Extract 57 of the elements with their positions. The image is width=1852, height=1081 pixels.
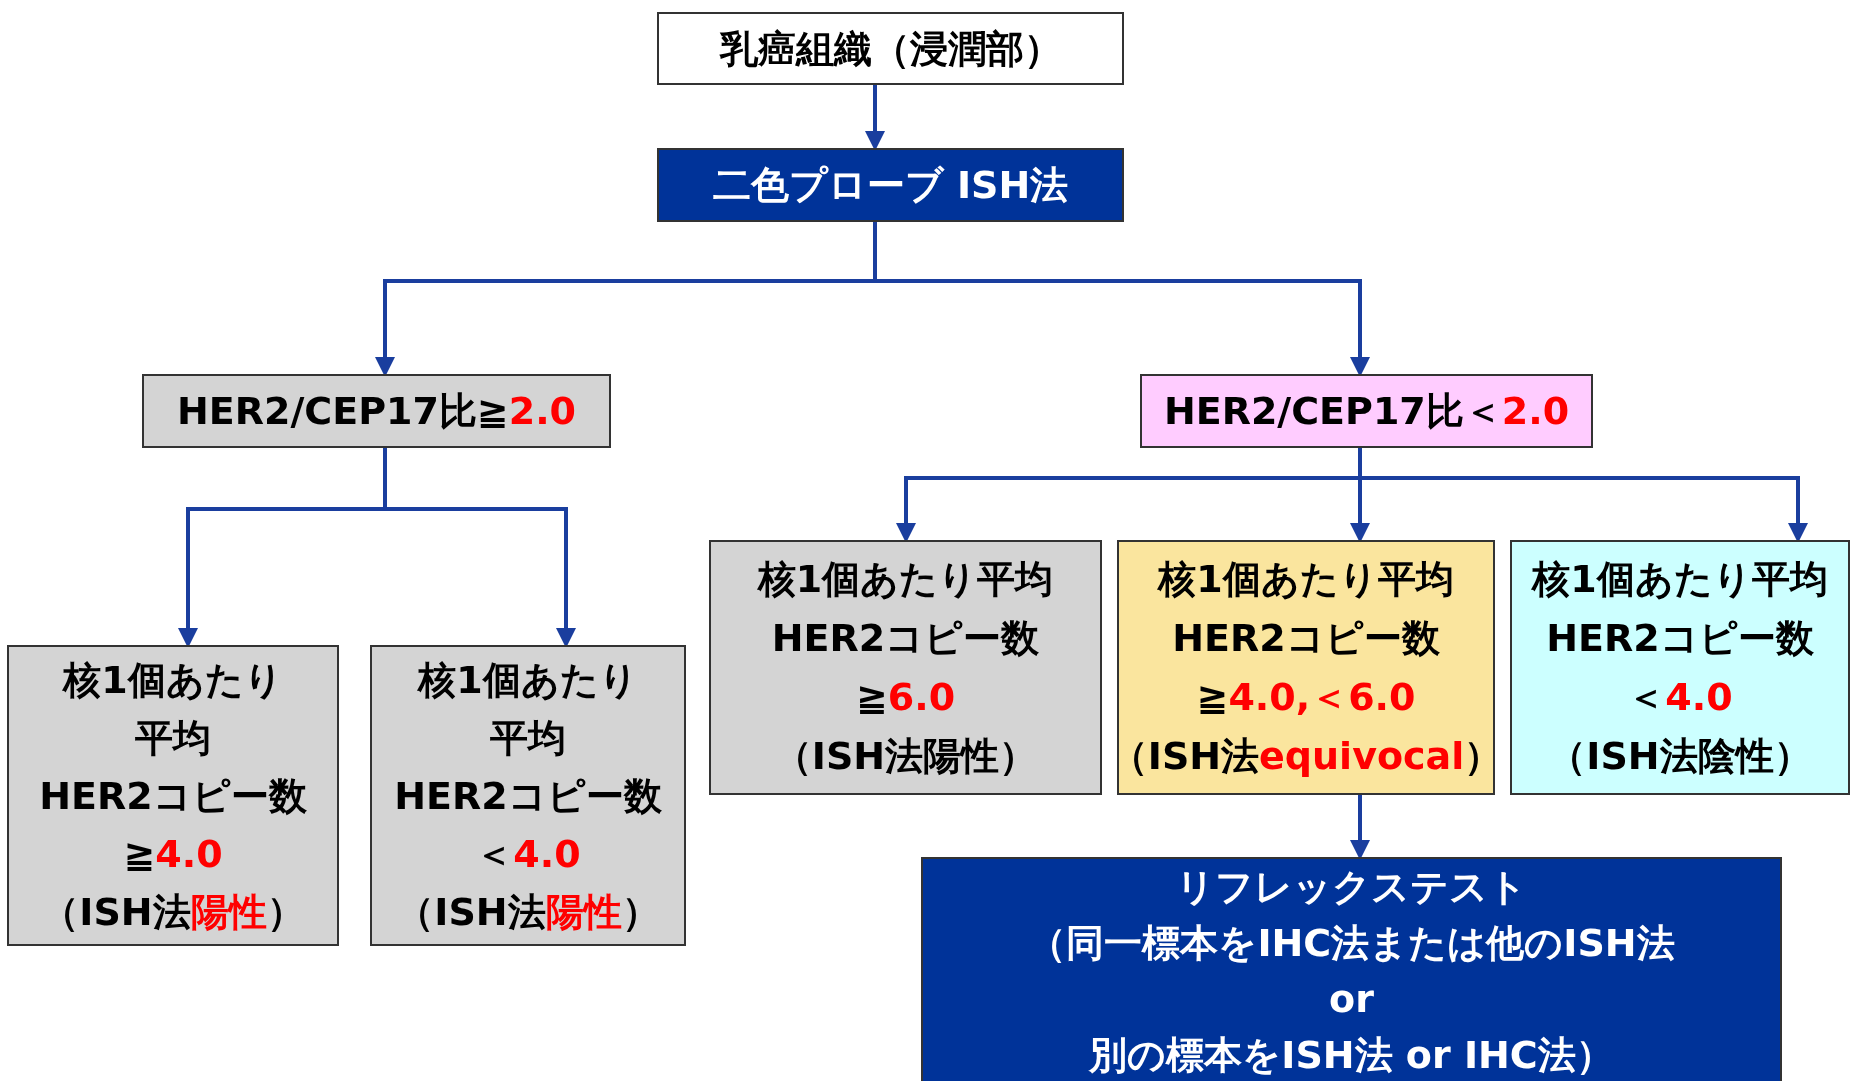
box-text: （ISH法 xyxy=(396,889,546,934)
box-text: HER2コピー数 xyxy=(771,615,1040,660)
box-text: （ISH法陽性） xyxy=(773,733,1038,778)
highlight-text: 陽性 xyxy=(545,889,622,934)
process-box xyxy=(657,148,1124,222)
box-text: （ISH法 xyxy=(41,889,191,934)
box-text: 平均 xyxy=(490,715,566,760)
highlight-text: equivocal xyxy=(1259,733,1465,778)
box-text: HER2/CEP17比＜ xyxy=(1163,389,1502,433)
box-text: 核1個あたり平均 xyxy=(1158,556,1454,601)
result-box xyxy=(1510,540,1850,795)
box-text: ≧ xyxy=(123,831,156,876)
box-text: （ISH法 xyxy=(1109,733,1260,778)
box-text: ＜ xyxy=(475,831,514,876)
box-text: HER2/CEP17比≧ xyxy=(176,389,509,433)
box-text: リフレックステスト xyxy=(1176,865,1527,909)
box-text: ≧ xyxy=(855,674,888,719)
highlight-text: 2.0 xyxy=(508,389,577,433)
arrow xyxy=(865,85,885,151)
box-text: HER2コピー数 xyxy=(1172,615,1440,660)
box-text: ） xyxy=(266,889,305,934)
highlight-text: 陽性 xyxy=(190,889,267,934)
box-text: 核1個あたり平均 xyxy=(1532,556,1828,601)
box-text: （ISH法陰性） xyxy=(1548,733,1812,778)
box-text: ） xyxy=(1464,733,1503,778)
result-box xyxy=(370,645,686,946)
box-text: ＜ xyxy=(1627,674,1666,719)
process-box xyxy=(921,857,1782,1081)
arrow xyxy=(383,448,576,648)
result-box xyxy=(7,645,339,946)
result-box xyxy=(142,374,611,448)
highlight-text: 4.0 xyxy=(1665,674,1733,719)
highlight-text: 4.0 xyxy=(155,831,223,876)
arrow xyxy=(1358,448,1808,543)
box-text: 核1個あたり xyxy=(418,657,638,702)
process-box xyxy=(657,12,1124,85)
result-box xyxy=(709,540,1102,795)
result-box xyxy=(1117,540,1495,795)
highlight-text: 6.0 xyxy=(887,674,956,719)
box-text: 平均 xyxy=(135,715,211,760)
arrow xyxy=(1350,795,1370,860)
box-text: 乳癌組織（浸潤部） xyxy=(719,26,1062,71)
highlight-text: 2.0 xyxy=(1501,389,1570,433)
box-text: or xyxy=(1329,977,1374,1021)
box-text: 二色プローブ ISH法 xyxy=(712,163,1069,207)
box-text: HER2コピー数 xyxy=(1546,615,1814,660)
box-text: HER2コピー数 xyxy=(394,773,662,818)
box-text: ） xyxy=(621,889,660,934)
highlight-text: 4.0,＜6.0 xyxy=(1228,674,1416,719)
box-text: 別の標本をISH法 or IHC法） xyxy=(1089,1033,1614,1077)
box-text: （同一標本をIHC法または他のISH法 xyxy=(1028,921,1675,965)
highlight-text: 4.0 xyxy=(513,831,581,876)
box-text: HER2コピー数 xyxy=(39,773,307,818)
box-text: 核1個あたり xyxy=(63,657,283,702)
result-box xyxy=(1140,374,1593,448)
box-text: ≧ xyxy=(1196,674,1229,719)
box-text: 核1個あたり平均 xyxy=(757,556,1054,601)
